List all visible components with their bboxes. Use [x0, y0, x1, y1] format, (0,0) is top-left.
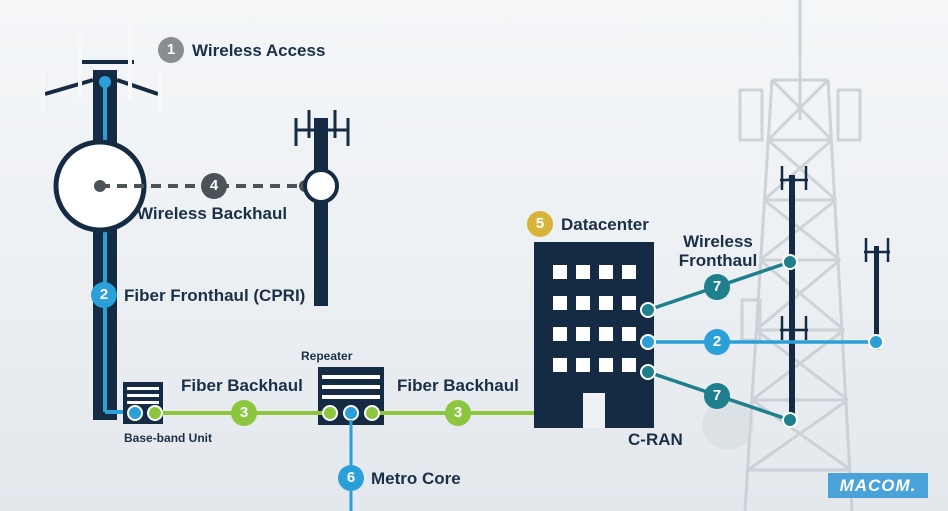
middle-tower: [294, 110, 350, 306]
label-baseband-unit: Base-band Unit: [124, 431, 213, 445]
label-wireless-backhaul: Wireless Backhaul: [137, 204, 288, 223]
label-wireless-access: Wireless Access: [192, 41, 326, 60]
badge-wireless-fronthaul-lower: 7: [704, 383, 730, 409]
badge-fiber-fronthaul: 2: [91, 282, 117, 308]
label-repeater: Repeater: [301, 349, 353, 363]
badge-wireless-access: 1: [158, 37, 184, 63]
label-fiber-backhaul-right: Fiber Backhaul: [397, 376, 519, 395]
label-datacenter: Datacenter: [561, 215, 649, 234]
badge-wireless-backhaul: 4: [201, 173, 227, 199]
datacenter-building: [534, 242, 654, 428]
label-wireless-fronthaul-line1: Wireless: [683, 232, 753, 251]
label-fiber-fronthaul-cpri: Fiber Fronthaul (CPRI): [124, 286, 306, 305]
badge-fronthaul-right: 2: [704, 329, 730, 355]
badge-metro-core: 6: [338, 465, 364, 491]
label-metro-core: Metro Core: [371, 469, 461, 488]
label-fiber-backhaul-left: Fiber Backhaul: [181, 376, 303, 395]
badge-fiber-backhaul-right: 3: [445, 400, 471, 426]
background-dish: [702, 401, 754, 449]
label-c-ran: C-RAN: [628, 430, 683, 449]
background-lattice-tower: [738, 0, 862, 511]
macom-logo: MACOM.: [828, 473, 928, 498]
fronthaul-links: [640, 254, 884, 428]
badge-datacenter: 5: [527, 211, 553, 237]
label-wireless-fronthaul-line2: Fronthaul: [678, 251, 758, 270]
right-radio-masts: [780, 166, 890, 425]
badge-wireless-fronthaul-upper: 7: [704, 274, 730, 300]
badge-fiber-backhaul-left: 3: [231, 400, 257, 426]
